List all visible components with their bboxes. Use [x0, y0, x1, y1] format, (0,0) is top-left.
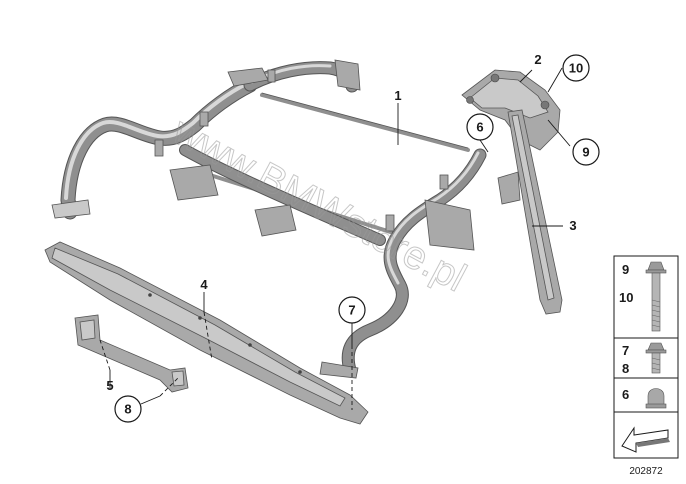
upper-bracket-part-2: [461, 69, 561, 151]
legend-bolt-number-2: 10: [619, 290, 633, 305]
screw-icon: [645, 342, 667, 374]
legend-bolt-panel: 9 10: [613, 255, 679, 339]
svg-text:8: 8: [124, 402, 131, 417]
direction-arrow-icon: [621, 426, 670, 453]
svg-text:6: 6: [476, 120, 483, 135]
svg-text:5: 5: [106, 378, 113, 393]
svg-text:7: 7: [348, 303, 355, 318]
callout-7: 7: [338, 296, 366, 324]
cross-member-part-4: [44, 241, 369, 425]
cap-nut-icon: [645, 388, 667, 409]
callout-2: 2: [534, 52, 541, 67]
callout-8: 8: [114, 395, 142, 423]
strut-part-3: [497, 109, 563, 315]
legend-screw-panel: 7 8: [613, 337, 679, 379]
callout-6: 6: [466, 113, 494, 141]
legend-screw-number-2: 8: [622, 361, 629, 376]
callout-9: 9: [572, 138, 600, 166]
bolt-icon: [645, 261, 667, 332]
frame-carrier-part-1: [51, 59, 487, 379]
svg-text:2: 2: [534, 52, 541, 67]
fastener-legend: 9 10 7 8 6: [613, 255, 679, 477]
legend-screw-number-1: 7: [622, 343, 629, 358]
svg-text:1: 1: [394, 88, 401, 103]
legend-bolt-number-1: 9: [622, 262, 629, 277]
svg-text:9: 9: [582, 145, 589, 160]
callout-3: 3: [569, 218, 576, 233]
callout-10: 10: [562, 54, 590, 82]
svg-text:3: 3: [569, 218, 576, 233]
callout-1: 1: [394, 88, 401, 103]
legend-nut-number: 6: [622, 387, 629, 402]
leader-lines: [99, 67, 571, 410]
callout-5: 5: [106, 378, 113, 393]
legend-nut-panel: 6: [613, 377, 679, 413]
svg-text:4: 4: [200, 277, 208, 292]
diagram-id: 202872: [629, 466, 663, 477]
lower-bracket-part-5: [74, 314, 189, 393]
svg-text:10: 10: [569, 61, 583, 76]
callout-4: 4: [200, 277, 208, 292]
legend-arrow-panel: [613, 411, 679, 459]
